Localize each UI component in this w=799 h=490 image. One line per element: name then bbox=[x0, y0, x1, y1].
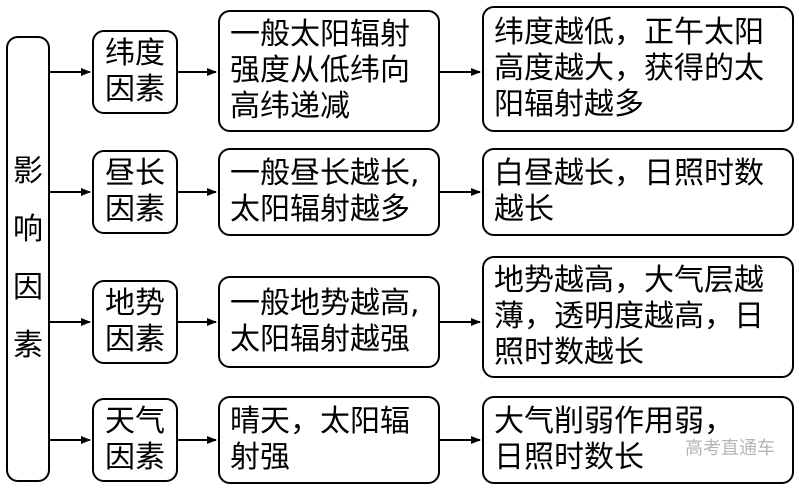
description-text-terrain: 一般地势越高, 太阳辐射越强 bbox=[230, 286, 420, 357]
factor-label-day-length: 昼长 因素 bbox=[105, 156, 165, 227]
description-box-latitude: 一般太阳辐射 强度从低纬向 高纬递减 bbox=[218, 10, 440, 132]
effect-text-latitude: 纬度越低，正午太阳 高度越大，获得的太 阳辐射越多 bbox=[494, 15, 764, 122]
factor-box-day-length: 昼长 因素 bbox=[92, 150, 178, 234]
factor-label-terrain: 地势 因素 bbox=[105, 286, 165, 357]
description-text-weather: 晴天，太阳辐 射强 bbox=[230, 404, 410, 475]
factor-label-latitude: 纬度 因素 bbox=[105, 36, 165, 107]
description-text-day-length: 一般昼长越长, 太阳辐射越多 bbox=[230, 156, 420, 227]
factor-label-weather: 天气 因素 bbox=[105, 404, 165, 475]
description-box-weather: 晴天，太阳辐 射强 bbox=[218, 396, 440, 484]
effect-text-day-length: 白昼越长，日照时数 越长 bbox=[494, 156, 764, 227]
effect-box-weather: 大气削弱作用弱， 日照时数长 bbox=[482, 396, 794, 484]
description-box-day-length: 一般昼长越长, 太阳辐射越多 bbox=[218, 148, 440, 236]
factor-box-terrain: 地势 因素 bbox=[92, 280, 178, 364]
factor-box-latitude: 纬度 因素 bbox=[92, 30, 178, 114]
description-text-latitude: 一般太阳辐射 强度从低纬向 高纬递减 bbox=[230, 17, 410, 124]
root-node-label: 影 响 因 素 bbox=[13, 154, 43, 363]
effect-box-terrain: 地势越高，大气层越 薄，透明度越高，日 照时数越长 bbox=[482, 256, 794, 378]
factor-box-weather: 天气 因素 bbox=[92, 398, 178, 482]
effect-box-latitude: 纬度越低，正午太阳 高度越大，获得的太 阳辐射越多 bbox=[482, 6, 794, 132]
effect-text-weather: 大气削弱作用弱， 日照时数长 bbox=[494, 404, 734, 475]
description-box-terrain: 一般地势越高, 太阳辐射越强 bbox=[218, 276, 440, 368]
effect-text-terrain: 地势越高，大气层越 薄，透明度越高，日 照时数越长 bbox=[494, 263, 764, 370]
effect-box-day-length: 白昼越长，日照时数 越长 bbox=[482, 148, 794, 236]
root-node-box: 影 响 因 素 bbox=[6, 36, 50, 482]
watermark-text: 高考直通车 bbox=[685, 438, 775, 459]
